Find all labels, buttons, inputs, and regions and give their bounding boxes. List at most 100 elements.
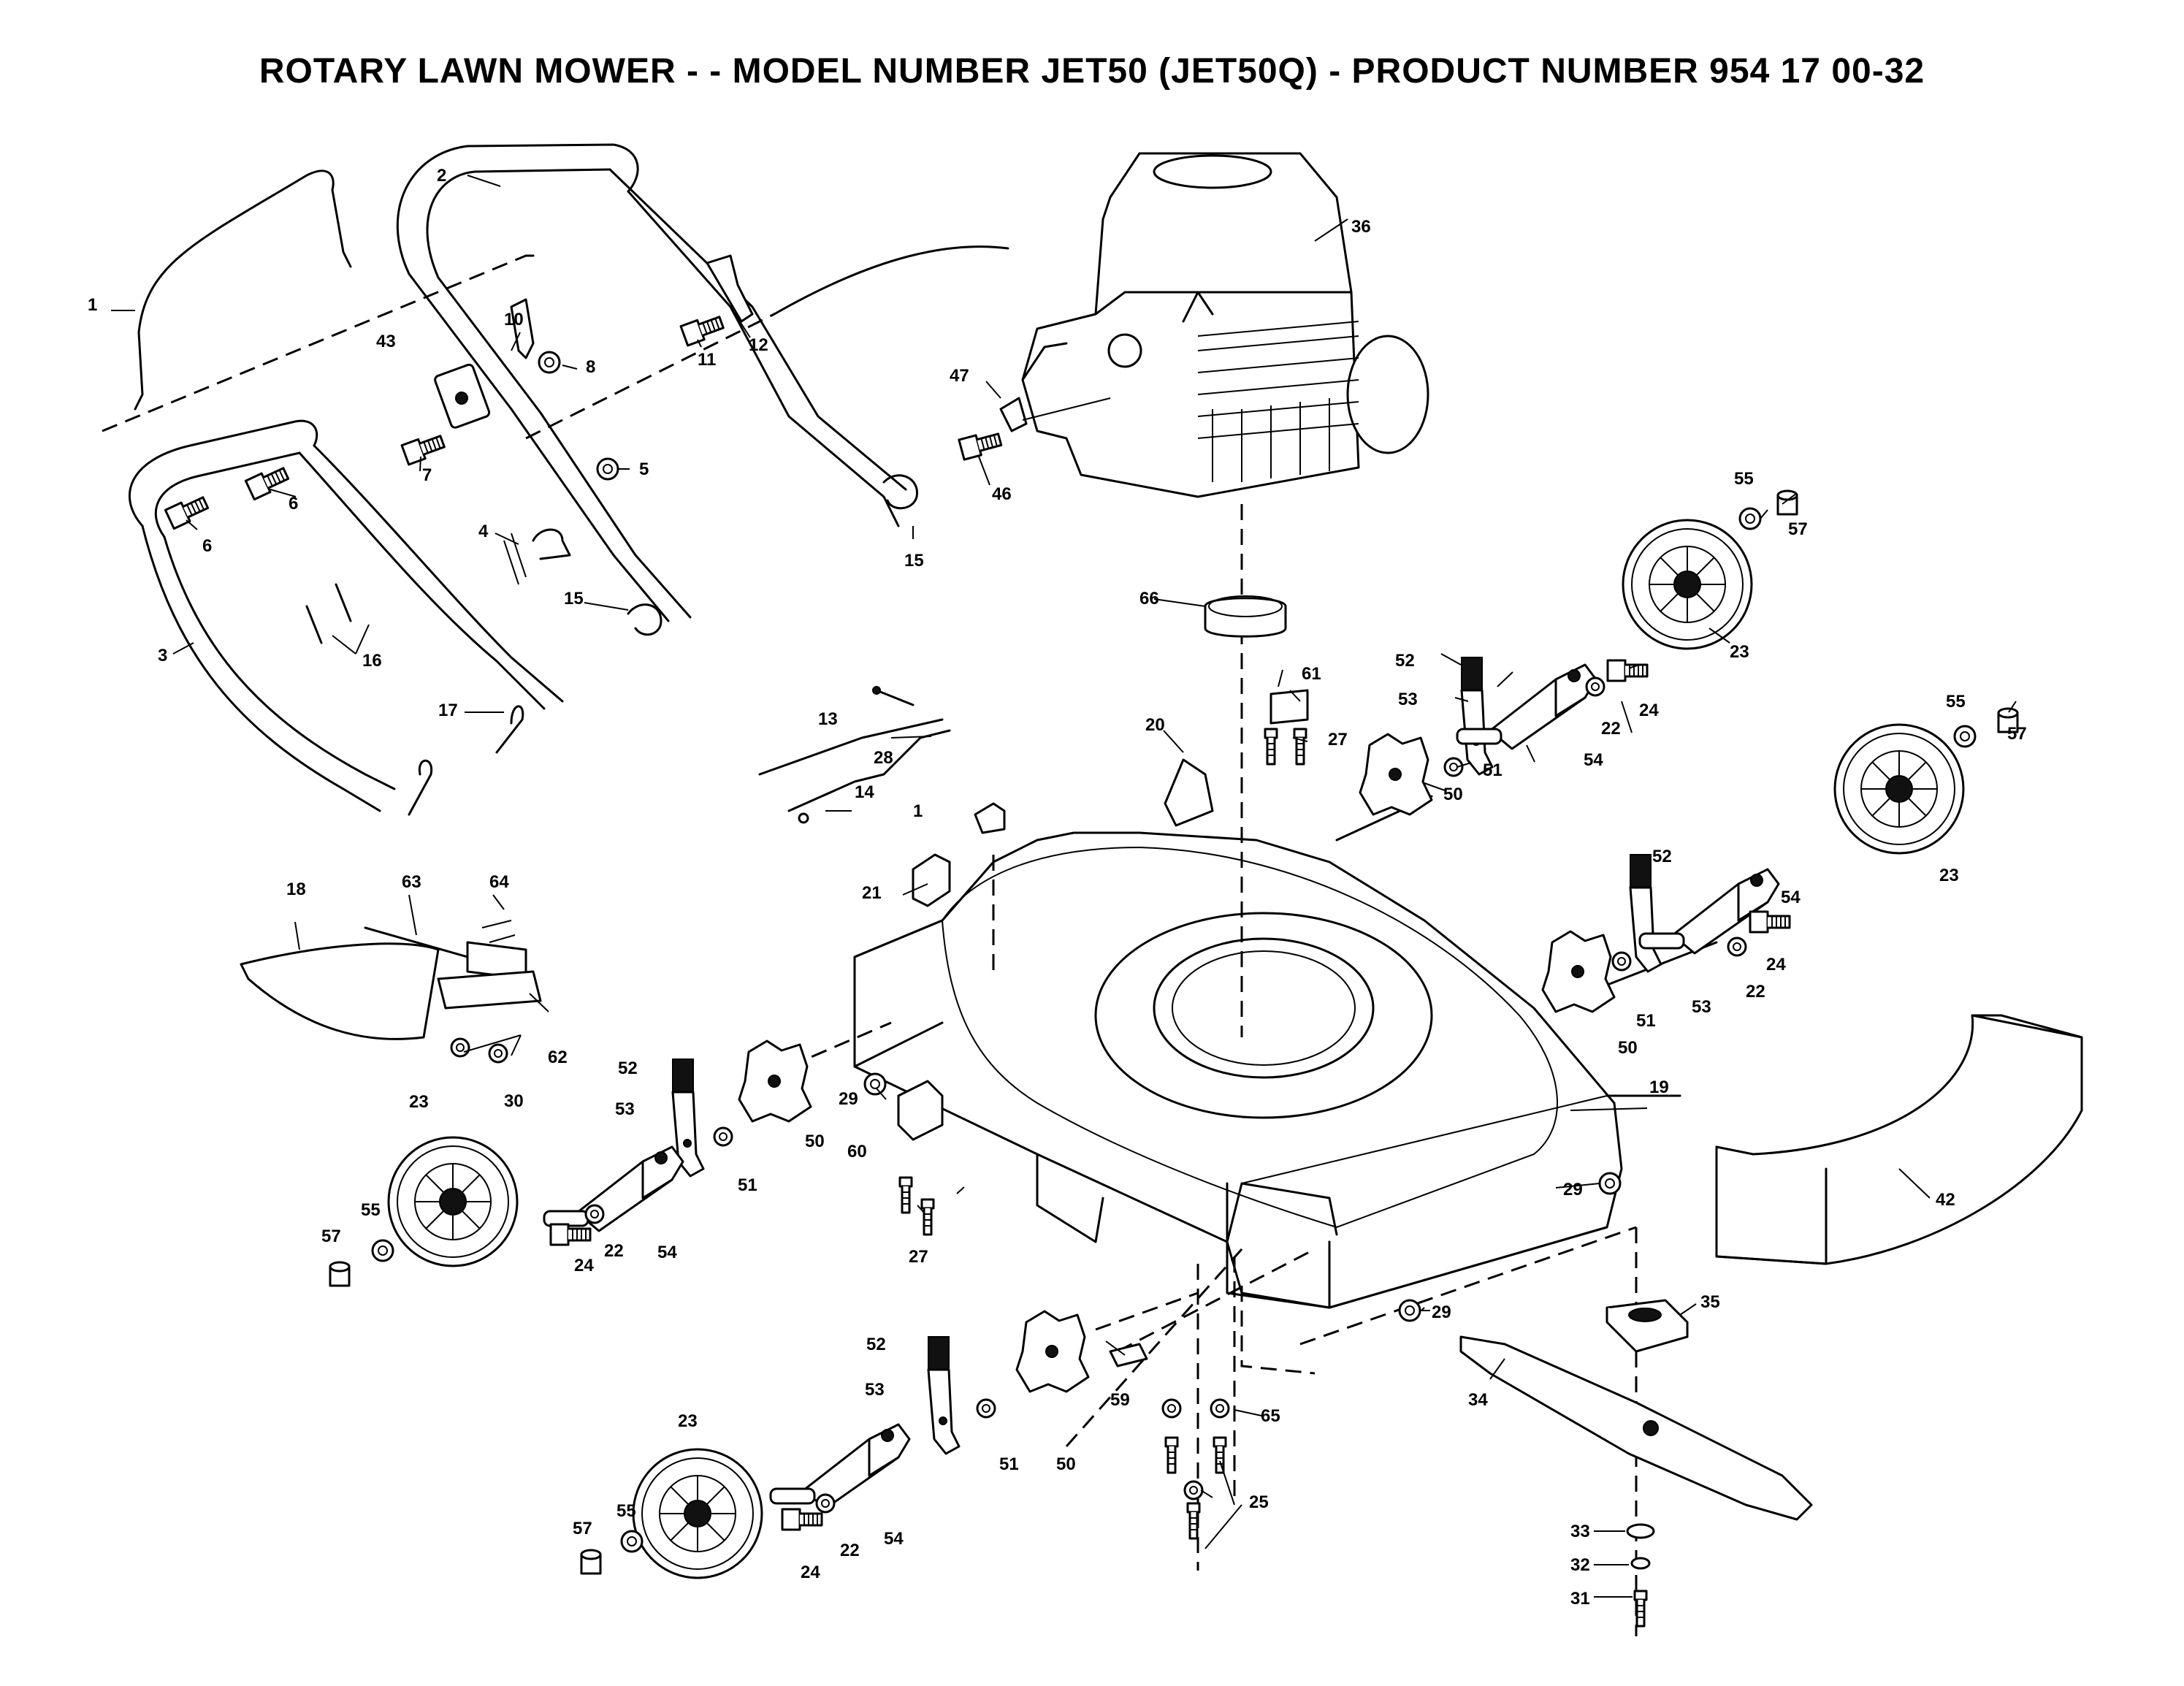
- callout-62: 62: [548, 1048, 568, 1067]
- callout-51: 51: [1483, 760, 1503, 780]
- callout-28: 28: [874, 748, 893, 768]
- callout-29: 29: [839, 1089, 858, 1109]
- callout-29: 29: [1563, 1180, 1583, 1199]
- callout-65: 65: [1261, 1406, 1280, 1426]
- callout-33: 33: [1570, 1522, 1590, 1541]
- control-rod: [758, 686, 951, 824]
- callout-13: 13: [818, 709, 838, 729]
- callout-2: 2: [437, 166, 446, 186]
- callout-52: 52: [866, 1335, 886, 1354]
- callout-23: 23: [409, 1092, 429, 1112]
- callout-20: 20: [1145, 715, 1165, 735]
- callout-23: 23: [1939, 866, 1959, 885]
- grass-deflector: [240, 920, 542, 1064]
- callout-5: 5: [639, 459, 649, 479]
- engine: [1021, 152, 1429, 498]
- lower-handle: [129, 419, 564, 812]
- callout-51: 51: [999, 1454, 1019, 1474]
- callout-4: 4: [478, 522, 489, 541]
- callout-27: 27: [909, 1247, 928, 1267]
- callout-64: 64: [489, 872, 509, 892]
- callout-52: 52: [618, 1058, 638, 1078]
- callout-labels: 1 1 2 3 4 5 6 6 7 8 10 11 12 13 14 15 15…: [88, 166, 2027, 1609]
- callout-35: 35: [1700, 1292, 1720, 1312]
- callout-42: 42: [1936, 1190, 1955, 1210]
- callout-53: 53: [865, 1380, 885, 1400]
- callout-23: 23: [678, 1411, 698, 1431]
- callout-22: 22: [604, 1241, 624, 1261]
- rear-shield: [1715, 1014, 2083, 1265]
- blade-adapter: [1605, 1299, 1689, 1353]
- callout-57: 57: [573, 1519, 592, 1538]
- callout-8: 8: [586, 357, 595, 377]
- callout-50: 50: [805, 1132, 825, 1151]
- wheel-rear-left: [632, 1448, 763, 1579]
- callout-50: 50: [1443, 785, 1463, 804]
- callout-55: 55: [361, 1200, 381, 1220]
- callout-14: 14: [855, 782, 874, 802]
- deck-label-tag: [974, 802, 1006, 834]
- callout-66: 66: [1139, 589, 1159, 609]
- callout-57: 57: [1788, 519, 1808, 539]
- callout-22: 22: [840, 1541, 860, 1560]
- callout-51: 51: [738, 1175, 757, 1195]
- callout-24: 24: [574, 1256, 594, 1275]
- callout-19: 19: [1649, 1077, 1669, 1097]
- callout-46: 46: [992, 484, 1012, 504]
- callout-51: 51: [1636, 1011, 1656, 1031]
- callout-1: 1: [913, 801, 923, 821]
- mower-deck: [853, 758, 1623, 1309]
- callout-1: 1: [88, 295, 97, 315]
- control-bail: [134, 169, 352, 411]
- callout-55: 55: [1734, 469, 1754, 489]
- callout-54: 54: [884, 1529, 904, 1549]
- callout-60: 60: [847, 1142, 867, 1161]
- callout-31: 31: [1570, 1589, 1590, 1609]
- callout-29: 29: [1432, 1302, 1451, 1322]
- callout-55: 55: [616, 1501, 636, 1521]
- callout-63: 63: [402, 872, 421, 892]
- callout-52: 52: [1395, 651, 1415, 671]
- wheel-front-right: [1833, 723, 1965, 855]
- callout-12: 12: [749, 335, 768, 355]
- callout-50: 50: [1056, 1454, 1076, 1474]
- callout-leaders: [111, 175, 2017, 1598]
- callout-17: 17: [438, 701, 458, 720]
- callout-24: 24: [1766, 955, 1786, 974]
- callout-54: 54: [1584, 750, 1603, 770]
- callout-53: 53: [1398, 690, 1418, 709]
- callout-30: 30: [504, 1091, 524, 1111]
- callout-47: 47: [950, 366, 969, 386]
- callout-57: 57: [321, 1227, 341, 1246]
- upper-handle: [396, 143, 907, 622]
- callout-59: 59: [1110, 1390, 1130, 1410]
- callout-10: 10: [504, 310, 524, 329]
- callout-25: 25: [1249, 1492, 1269, 1512]
- callout-16: 16: [362, 651, 382, 671]
- callout-54: 54: [657, 1243, 677, 1262]
- callout-36: 36: [1351, 217, 1371, 237]
- callout-34: 34: [1468, 1390, 1488, 1410]
- blade: [1459, 1335, 1813, 1521]
- callout-24: 24: [1639, 701, 1659, 720]
- handle-dashed-lines: [102, 245, 1009, 440]
- callout-21: 21: [862, 883, 882, 903]
- callout-15: 15: [564, 589, 584, 609]
- callout-52: 52: [1652, 847, 1672, 866]
- engine-small-parts: [958, 397, 1111, 461]
- callout-11: 11: [698, 350, 716, 370]
- callout-54: 54: [1781, 888, 1801, 907]
- callout-61: 61: [1302, 664, 1321, 684]
- callout-18: 18: [286, 880, 306, 899]
- callout-23: 23: [1730, 642, 1749, 662]
- callout-53: 53: [1692, 997, 1711, 1017]
- wheel-rear-right: [1622, 519, 1753, 650]
- callout-27: 27: [1328, 730, 1348, 749]
- callout-22: 22: [1746, 982, 1765, 1002]
- callout-22: 22: [1601, 719, 1621, 739]
- callout-43: 43: [376, 332, 396, 351]
- callout-55: 55: [1946, 692, 1966, 712]
- callout-32: 32: [1570, 1555, 1590, 1575]
- page-title: ROTARY LAWN MOWER - - MODEL NUMBER JET50…: [259, 52, 1925, 91]
